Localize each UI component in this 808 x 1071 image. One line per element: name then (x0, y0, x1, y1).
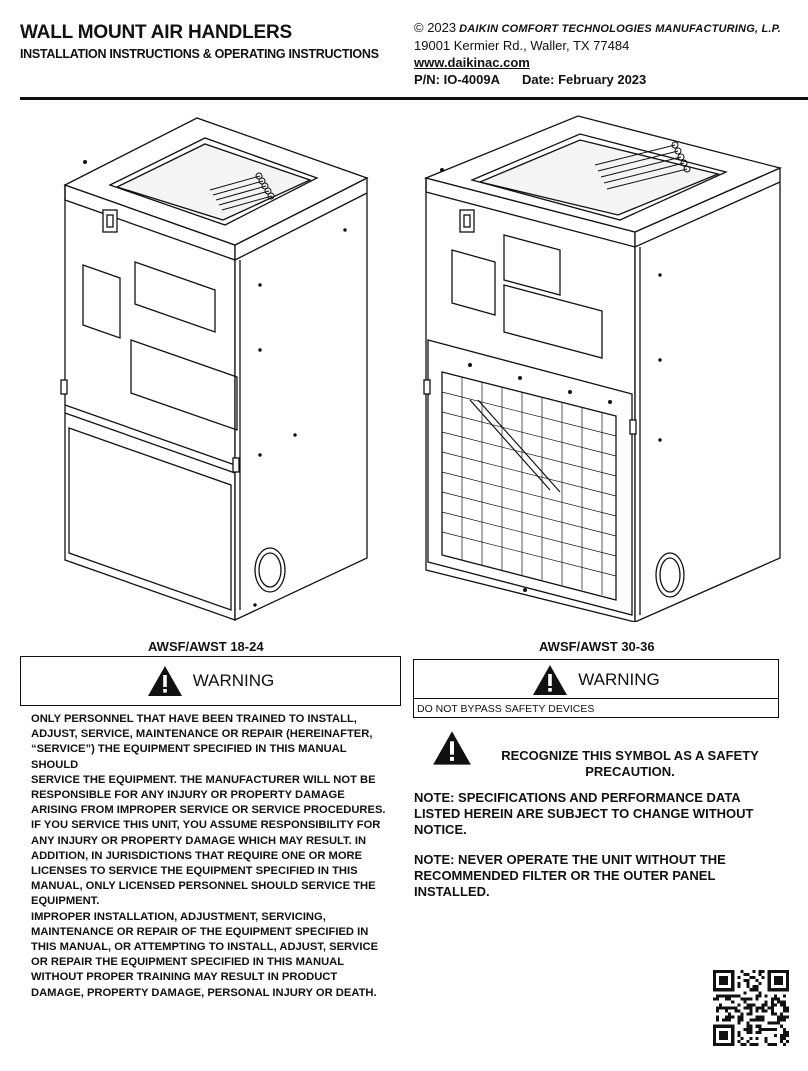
warning-paragraph: IMPROPER INSTALLATION, ADJUSTMENT, SERVI… (31, 910, 379, 999)
note-filter: NOTE: NEVER OPERATE THE UNIT WITHOUT THE… (414, 852, 726, 899)
warning-paragraph: ONLY PERSONNEL THAT HAVE BEEN TRAINED TO… (31, 713, 373, 771)
air-handler-small-illustration (60, 117, 369, 622)
warning-divider (413, 698, 779, 700)
warning-body-right: DO NOT BYPASS SAFETY DEVICES (417, 703, 595, 715)
figure-caption-right: AWSF/AWST 30-36 (539, 639, 655, 654)
part-number-line: P/N: IO-4009A Date: February 2023 (414, 72, 646, 87)
part-number: P/N: IO-4009A (414, 72, 500, 87)
company-address: 19001 Kermier Rd., Waller, TX 77484 (414, 38, 630, 53)
document-date: Date: February 2023 (521, 72, 647, 87)
website-link[interactable]: www.daikinac.com (414, 55, 530, 70)
copyright-year: © 2023 (414, 20, 457, 35)
warning-header-right: WARNING (413, 662, 779, 698)
warning-triangle-icon (147, 666, 182, 696)
warning-body-left: ONLY PERSONNEL THAT HAVE BEEN TRAINED TO… (31, 712, 391, 1001)
document-subtitle: INSTALLATION INSTRUCTIONS & OPERATING IN… (20, 47, 379, 61)
document-title: WALL MOUNT AIR HANDLERS (20, 22, 292, 43)
figure-caption-left: AWSF/AWST 18-24 (148, 639, 264, 654)
note-specifications: NOTE: SPECIFICATIONS AND PERFORMANCE DAT… (414, 790, 754, 837)
qr-code-icon (713, 970, 789, 1046)
warning-header-left: WARNING (20, 656, 401, 706)
warning-paragraph: SERVICE THE EQUIPMENT. THE MANUFACTURER … (31, 773, 386, 908)
safety-symbol-text: RECOGNIZE THIS SYMBOL AS A SAFETY PRECAU… (501, 748, 759, 779)
warning-title-right: WARNING (578, 670, 660, 689)
warning-box-left (20, 656, 401, 706)
warning-triangle-icon (433, 731, 471, 765)
header-divider (20, 97, 808, 100)
warning-title-left: WARNING (192, 671, 275, 690)
company-name: DAIKIN COMFORT TECHNOLOGIES MANUFACTURIN… (459, 23, 782, 35)
air-handler-large-illustration (423, 115, 782, 622)
warning-triangle-icon (533, 665, 568, 695)
warning-box-right (413, 659, 779, 718)
